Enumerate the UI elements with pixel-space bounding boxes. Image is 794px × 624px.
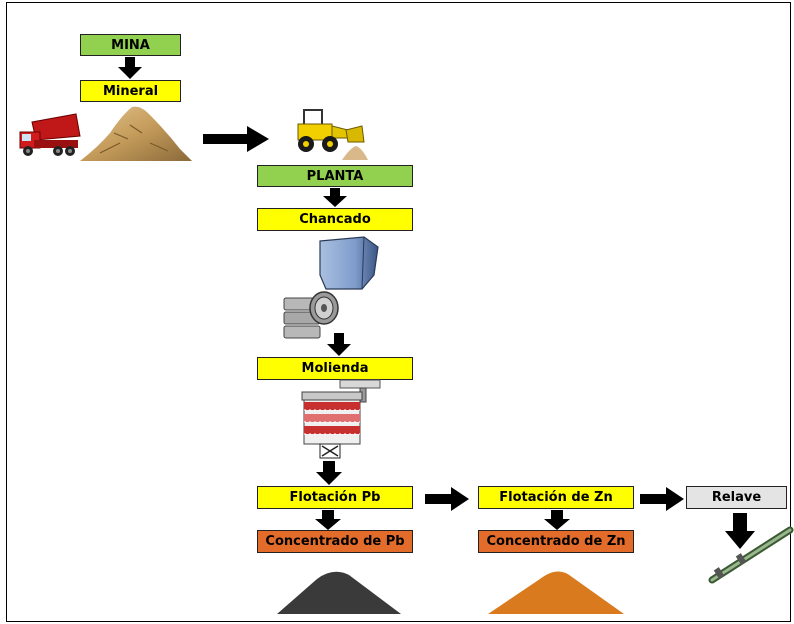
box-molienda-label: Molienda	[301, 361, 369, 376]
box-concentrado-zn: Concentrado de Zn	[478, 530, 634, 553]
crusher-hopper-icon	[319, 236, 379, 290]
wheel-loader-icon	[297, 109, 368, 160]
ball-mill-icon	[301, 379, 381, 459]
arrow-flotacion-pb-to-concentrado-pb	[315, 510, 341, 530]
arrow-mina-to-mineral	[118, 57, 142, 79]
concentrate-pile-zn-icon	[488, 571, 624, 614]
box-mineral: Mineral	[80, 80, 181, 102]
box-molienda: Molienda	[257, 357, 413, 380]
box-flotacion-pb-label: Flotación Pb	[289, 490, 381, 505]
diagram-frame	[6, 2, 791, 622]
arrow-flotacion-zn-to-relave	[640, 487, 684, 511]
box-mina-label: MINA	[111, 37, 150, 53]
ore-pile-icon	[80, 106, 192, 161]
arrow-mina-to-planta	[203, 126, 269, 152]
arrow-relave-to-pipe	[725, 513, 755, 549]
arrow-crusher-to-molienda	[327, 333, 351, 356]
pipe-icon	[708, 526, 794, 584]
dump-truck-icon	[19, 113, 81, 156]
box-flotacion-zn: Flotación de Zn	[478, 486, 634, 509]
concentrate-pile-pb-icon	[277, 571, 401, 614]
box-relave-label: Relave	[711, 490, 762, 505]
box-concentrado-zn-label: Concentrado de Zn	[486, 534, 626, 549]
arrow-mill-to-flotacion-pb	[316, 461, 342, 485]
arrow-flotacion-zn-to-concentrado-zn	[544, 510, 570, 530]
jaw-crusher-icon	[283, 291, 339, 339]
box-planta: PLANTA	[257, 165, 413, 187]
box-mineral-label: Mineral	[102, 83, 159, 99]
arrow-planta-to-chancado	[323, 188, 347, 207]
box-planta-label: PLANTA	[306, 168, 364, 184]
box-concentrado-pb-label: Concentrado de Pb	[265, 534, 405, 549]
box-flotacion-zn-label: Flotación de Zn	[499, 490, 613, 505]
box-relave: Relave	[686, 486, 787, 509]
box-chancado: Chancado	[257, 208, 413, 231]
box-chancado-label: Chancado	[299, 212, 371, 227]
box-concentrado-pb: Concentrado de Pb	[257, 530, 413, 553]
box-flotacion-pb: Flotación Pb	[257, 486, 413, 509]
arrow-flotacion-pb-to-flotacion-zn	[425, 487, 469, 511]
box-mina: MINA	[80, 34, 181, 56]
